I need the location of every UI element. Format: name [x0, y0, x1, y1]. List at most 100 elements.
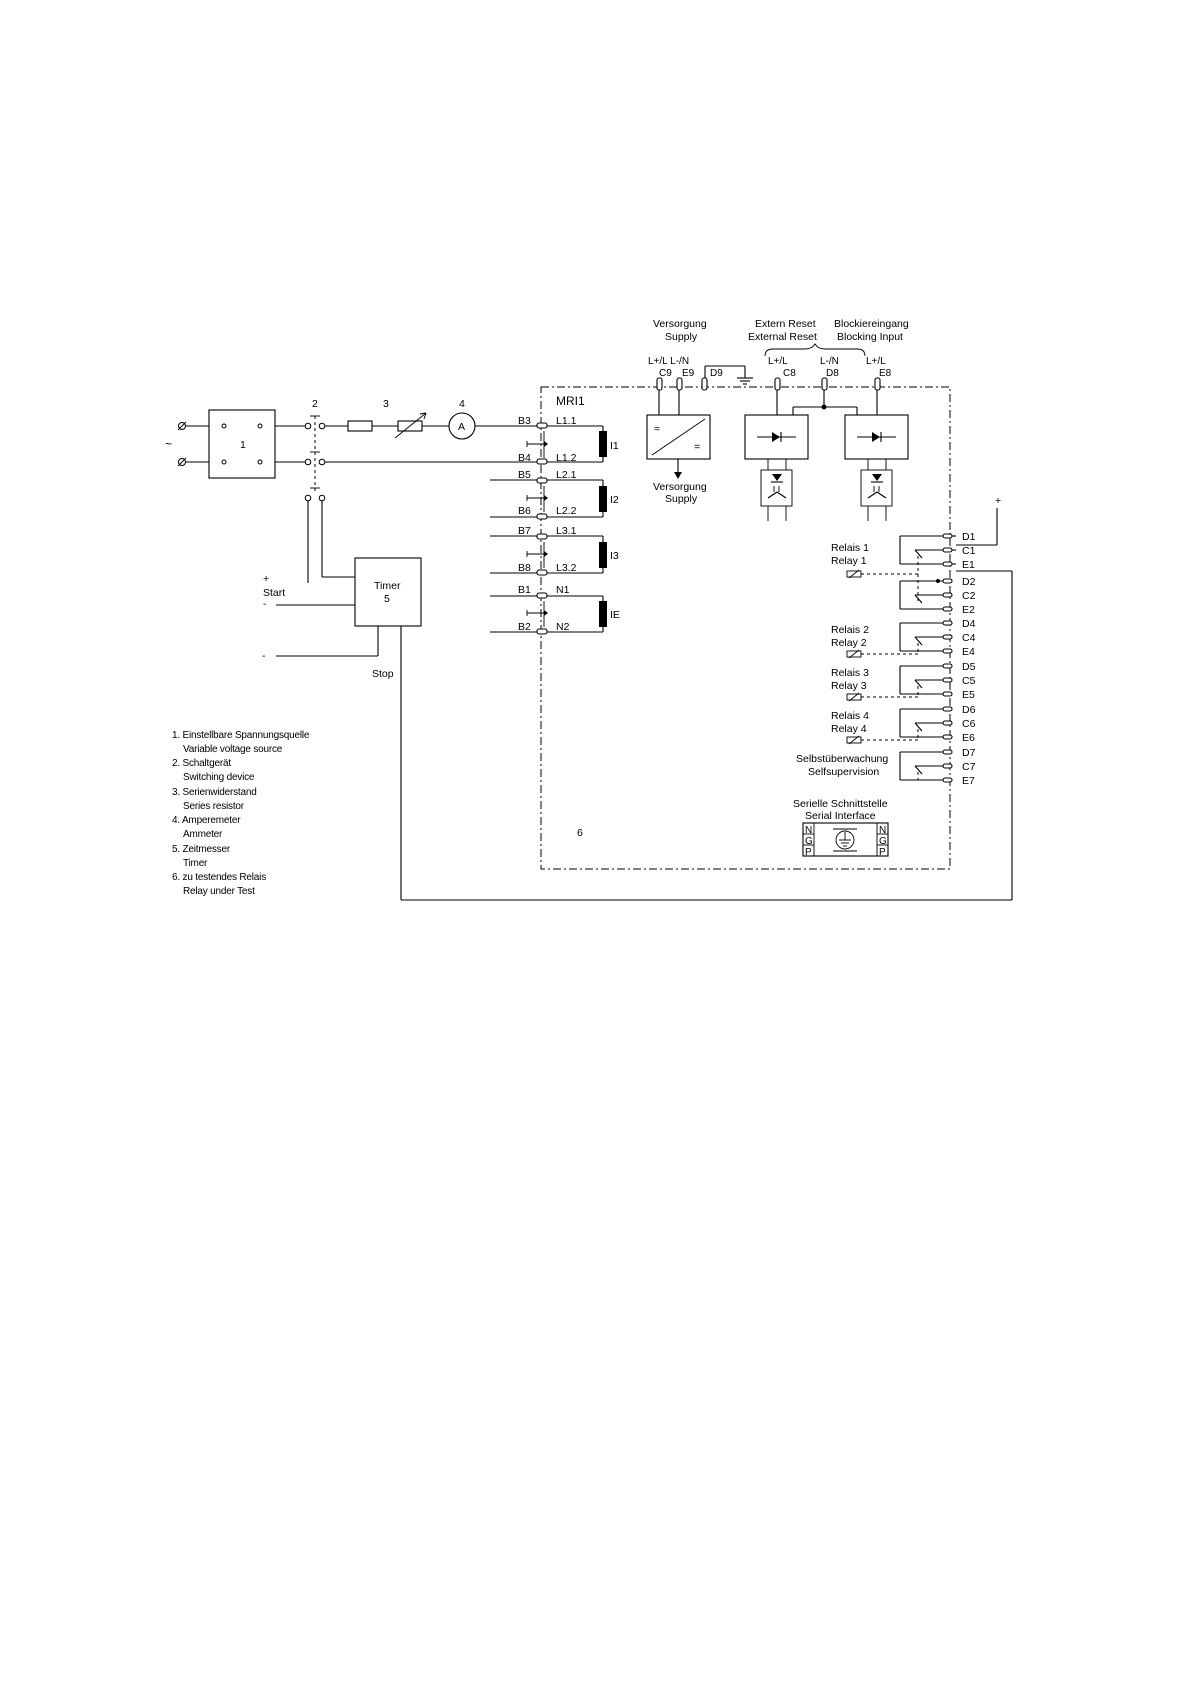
relay-number: 6	[577, 827, 583, 839]
coil-label-i3: I3	[610, 550, 619, 562]
series-resistor: 3	[347, 398, 449, 439]
pin-l1-1: L1.1	[556, 415, 577, 427]
relay4-en: Relay 4	[831, 723, 867, 735]
serial-left-p: P	[805, 847, 812, 858]
legend-5-de: 5. Zeitmesser	[172, 844, 231, 855]
terminal-e8: E8	[879, 368, 892, 379]
pin-n2: N2	[556, 621, 570, 633]
block-optocoupler	[860, 469, 893, 507]
coil-label-i2: I2	[610, 494, 619, 506]
terminal-c5: C5	[962, 675, 976, 687]
terminal-c2: C2	[962, 590, 976, 602]
coil-i2	[599, 486, 607, 512]
legend-6-de: 6. zu testendes Relais	[172, 872, 266, 883]
coil-i1	[599, 431, 607, 457]
current-input-l3: B7 B8 L3.1 L3.2 I3	[490, 525, 619, 576]
terminal-e6: E6	[962, 732, 975, 744]
legend-1-en: Variable voltage source	[183, 744, 283, 755]
reset-title-en: External Reset	[748, 331, 817, 343]
supply-title-de: Versorgung	[653, 318, 707, 330]
ammeter-number: 4	[459, 398, 465, 410]
ammeter: 4 A	[448, 398, 537, 440]
terminal-d2: D2	[962, 576, 976, 588]
legend-4-de: 4. Amperemeter	[172, 815, 241, 826]
terminal-d4: D4	[962, 618, 976, 630]
legend-3-en: Series resistor	[183, 801, 245, 812]
terminal-c7: C7	[962, 761, 976, 773]
coil-i3	[599, 542, 607, 568]
block-title-en: Blocking Input	[837, 331, 903, 343]
relay1-en: Relay 1	[831, 555, 867, 567]
terminal-e9: E9	[682, 368, 695, 379]
common-polarity: L-/N	[820, 356, 839, 367]
timer: Timer 5 + Start - - Stop	[262, 501, 1013, 901]
terminal-b4: B4	[518, 452, 531, 464]
terminal-e4: E4	[962, 646, 975, 658]
aux-supply: Versorgung Supply L+/L L-/N C9 E9 D9 ≈ =…	[646, 318, 753, 505]
block-polarity: L+/L	[866, 356, 886, 367]
reset-polarity: L+/L	[768, 356, 788, 367]
terminal-e5: E5	[962, 689, 975, 701]
voltage-source: ~ 1	[165, 409, 276, 479]
start-minus: -	[263, 598, 267, 610]
terminal-c1: C1	[962, 545, 976, 557]
serial-interface: Serielle Schnittstelle Serial Interface …	[793, 798, 889, 858]
supply-polarity: L+/L L-/N	[648, 356, 689, 367]
coil-label-i1: I1	[610, 440, 619, 452]
legend-2-de: 2. Schaltgerät	[172, 758, 231, 769]
terminal-d6: D6	[962, 704, 976, 716]
start-label: Start	[263, 587, 285, 599]
terminal-b3: B3	[518, 415, 531, 427]
binary-inputs: Extern Reset External Reset Blockiereing…	[744, 318, 909, 521]
terminal-e7: E7	[962, 775, 975, 787]
resistor-number: 3	[383, 398, 389, 410]
coil-label-ie: IE	[610, 609, 620, 621]
source-number: 1	[240, 439, 246, 451]
pin-l3-2: L3.2	[556, 562, 577, 574]
serial-left-n: N	[805, 825, 812, 836]
stop-minus: -	[262, 650, 266, 662]
source-box	[208, 409, 276, 479]
supply-out-en: Supply	[665, 493, 698, 505]
selfsupervision-de: Selbstüberwachung	[796, 753, 888, 765]
relay2-de: Relais 2	[831, 624, 869, 636]
ground-icon	[835, 830, 855, 850]
terminal-d1: D1	[962, 531, 976, 543]
pin-l2-2: L2.2	[556, 505, 577, 517]
legend-1-de: 1. Einstellbare Spannungsquelle	[172, 730, 310, 741]
relay2-en: Relay 2	[831, 637, 867, 649]
switch-number: 2	[312, 398, 318, 410]
current-input-n: B1 B2 N1 N2 IE	[490, 584, 620, 635]
terminal-c6: C6	[962, 718, 976, 730]
start-plus: +	[263, 573, 269, 585]
pin-n1: N1	[556, 584, 570, 596]
supply-title-en: Supply	[665, 331, 698, 343]
terminal-b2: B2	[518, 621, 531, 633]
terminal-b1: B1	[518, 584, 531, 596]
legend-2-en: Switching device	[183, 772, 255, 783]
converter-dc: =	[694, 441, 700, 453]
relay-title: MRI1	[556, 394, 585, 408]
timer-box	[354, 557, 422, 627]
legend-3-de: 3. Serienwiderstand	[172, 787, 257, 798]
terminal-d9: D9	[710, 368, 723, 379]
terminal-d8: D8	[826, 368, 839, 379]
reset-title-de: Extern Reset	[755, 318, 816, 330]
current-input-l1: B3 B4 L1.1 L1.2 I1	[518, 415, 619, 465]
terminal-d7: D7	[962, 747, 976, 759]
pin-l2-1: L2.1	[556, 469, 577, 481]
plus-terminal: +	[995, 495, 1001, 507]
pin-l3-1: L3.1	[556, 525, 577, 537]
serial-title-de: Serielle Schnittstelle	[793, 798, 888, 810]
terminal-c4: C4	[962, 632, 976, 644]
output-relays: + Relais 1 Relay 1 D1 C1 E1 D2 C2 E2 Rel…	[796, 495, 1012, 787]
timer-title: Timer	[374, 580, 401, 592]
legend: 1. Einstellbare Spannungsquelle Variable…	[172, 730, 310, 897]
terminal-b8: B8	[518, 562, 531, 574]
terminal-b5: B5	[518, 469, 531, 481]
relay4-de: Relais 4	[831, 710, 869, 722]
terminal-b7: B7	[518, 525, 531, 537]
serial-left-g: G	[805, 836, 813, 847]
terminal-d5: D5	[962, 661, 976, 673]
terminal-e1: E1	[962, 559, 975, 571]
